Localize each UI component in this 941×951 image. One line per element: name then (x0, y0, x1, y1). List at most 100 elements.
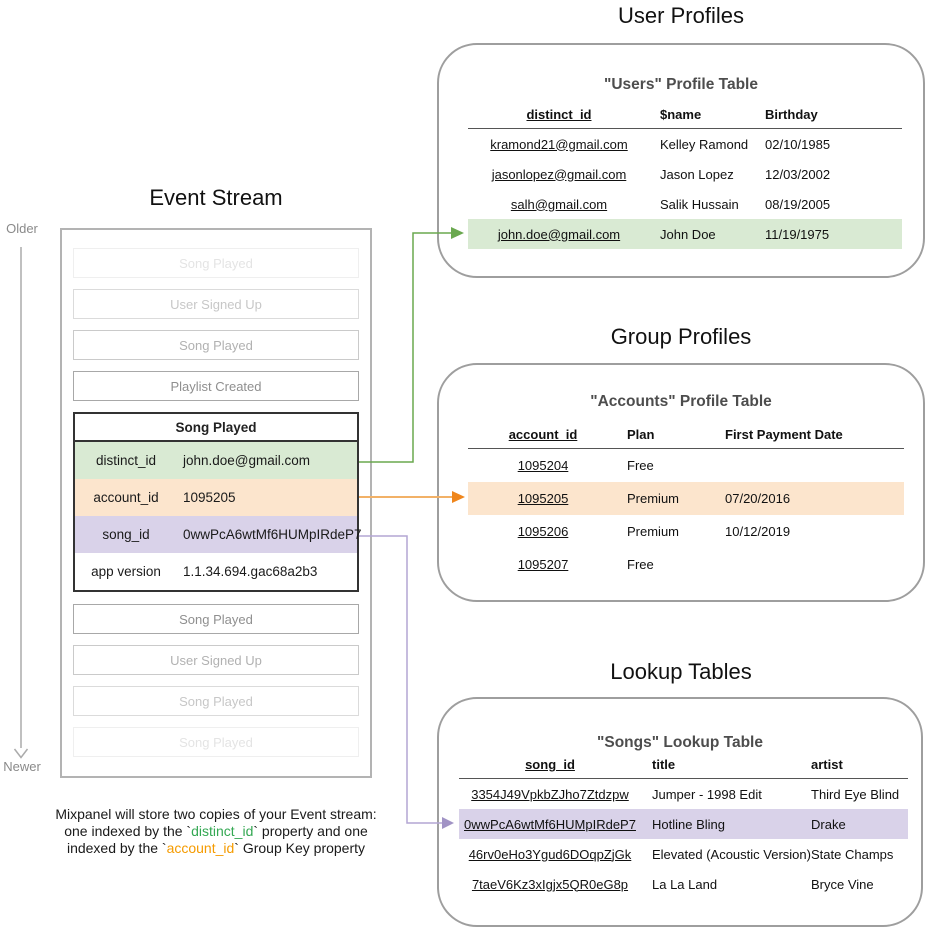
cell-first-payment: 07/20/2016 (725, 491, 791, 506)
column-header: distinct_id (526, 107, 592, 122)
distinct-id-token: distinct_id (191, 823, 254, 839)
cell-artist: Third Eye Blind (811, 786, 900, 802)
timeline-arrow (13, 247, 29, 759)
property-key: song_id (102, 527, 150, 542)
property-row-song-id: song_id 0wwPcA6wtMf6HUMpIRdeP7 (75, 516, 362, 553)
event-box-faded: Song Played (73, 330, 359, 360)
cell-name: Kelley Ramond (660, 136, 749, 152)
mixpanel-caption: Mixpanel will store two copies of your E… (26, 806, 406, 857)
accounts-table-heading: "Accounts" Profile Table (590, 393, 772, 410)
table-row-highlighted: 0wwPcA6wtMf6HUMpIRdeP7 Hotline Bling Dra… (459, 809, 908, 839)
cell-plan: Premium (627, 524, 680, 539)
account-id-token: account_id (166, 840, 235, 856)
column-header: $name (660, 107, 702, 122)
cell-artist: State Champs (811, 846, 894, 862)
accounts-profile-card: "Accounts" Profile Table account_id Plan… (437, 363, 940, 617)
cell-song-id: 46rv0eHo3Ygud6DOqpZjGk (468, 846, 632, 862)
property-value: 1.1.34.694.gac68a2b3 (183, 564, 318, 579)
caption-line3-post: ` Group Key property (234, 840, 366, 856)
cell-song-id: 3354J49VpkbZJho7Ztdzpw (471, 786, 629, 802)
column-header: Plan (627, 427, 655, 442)
group-profiles-title: Group Profiles (610, 324, 752, 349)
table-row: 1095206 Premium 10/12/2019 (468, 515, 904, 548)
table-row-highlighted: 1095205 Premium 07/20/2016 (468, 482, 904, 515)
event-box-faded: Song Played (73, 686, 359, 716)
focus-event-header: Song Played (73, 412, 359, 442)
column-header: title (652, 757, 676, 772)
table-row: 3354J49VpkbZJho7Ztdzpw Jumper - 1998 Edi… (459, 779, 908, 809)
older-label: Older (6, 221, 38, 236)
table-row: 1095204 Free (468, 449, 904, 482)
property-key: distinct_id (95, 453, 157, 468)
property-value: 1095205 (183, 490, 236, 505)
songs-lookup-card: "Songs" Lookup Table song_id title artis… (437, 697, 938, 942)
cell-distinct-id: jasonlopez@gmail.com (491, 166, 627, 182)
cell-artist: Drake (811, 816, 846, 832)
event-stream-panel: Song Played User Signed Up Song Played P… (60, 228, 382, 788)
cell-birthday: 08/19/2005 (765, 196, 831, 212)
cell-artist: Bryce Vine (811, 876, 874, 892)
event-box-faded: Song Played (73, 604, 359, 634)
cell-name: Jason Lopez (660, 166, 734, 182)
songs-table: song_id title artist 3354J49VpkbZJho7Ztd… (459, 751, 908, 899)
users-profile-card: "Users" Profile Table distinct_id $name … (437, 43, 925, 278)
cell-plan: Free (627, 557, 654, 572)
cell-birthday: 11/19/1975 (765, 226, 830, 242)
cell-name: Salik Hussain (660, 196, 739, 212)
property-key: account_id (93, 490, 159, 505)
property-row-account-id: account_id 1095205 (75, 479, 357, 516)
users-table: distinct_id $name Birthday kramond21@gma… (468, 101, 902, 249)
column-header: Birthday (765, 107, 818, 122)
caption-line2-post: ` property and one (253, 823, 368, 839)
cell-song-id: 0wwPcA6wtMf6HUMpIRdeP7 (464, 816, 636, 832)
users-table-header-row: distinct_id $name Birthday (468, 101, 902, 129)
cell-birthday: 12/03/2002 (765, 166, 831, 182)
accounts-table: account_id Plan First Payment Date 10952… (468, 421, 904, 581)
cell-account-id: 1095206 (517, 524, 569, 539)
cell-first-payment: 10/12/2019 (725, 524, 791, 539)
property-key: app version (91, 564, 161, 579)
property-row-distinct-id: distinct_id john.doe@gmail.com (75, 442, 357, 479)
users-table-heading: "Users" Profile Table (604, 76, 758, 93)
event-box-faded: Song Played (73, 727, 359, 757)
column-header: account_id (508, 427, 578, 442)
newer-label: Newer (3, 759, 41, 774)
table-row: 46rv0eHo3Ygud6DOqpZjGk Elevated (Acousti… (459, 839, 908, 869)
cell-title: Jumper - 1998 Edit (652, 786, 762, 802)
cell-distinct-id: john.doe@gmail.com (497, 226, 621, 242)
songs-table-header-row: song_id title artist (459, 751, 908, 779)
cell-distinct-id: kramond21@gmail.com (490, 136, 628, 152)
table-row: salh@gmail.com Salik Hussain 08/19/2005 (468, 189, 902, 219)
property-row-app-version: app version 1.1.34.694.gac68a2b3 (75, 553, 357, 590)
property-value: john.doe@gmail.com (183, 453, 311, 468)
table-row-highlighted: john.doe@gmail.com John Doe 11/19/1975 (468, 219, 902, 249)
cell-birthday: 02/10/1985 (765, 136, 831, 152)
cell-account-id: 1095205 (517, 491, 569, 506)
cell-account-id: 1095207 (517, 557, 569, 572)
cell-name: John Doe (660, 226, 716, 242)
table-row: 1095207 Free (468, 548, 904, 581)
cell-plan: Premium (627, 491, 680, 506)
event-box-faded: Playlist Created (73, 371, 359, 401)
caption-line2-pre: one indexed by the ` (64, 823, 192, 839)
songs-table-heading: "Songs" Lookup Table (597, 734, 763, 751)
cell-distinct-id: salh@gmail.com (510, 196, 608, 212)
column-header: song_id (525, 757, 575, 772)
column-header: artist (811, 757, 843, 772)
event-stream-title: Event Stream (149, 185, 283, 210)
cell-title: La La Land (652, 876, 718, 892)
user-profiles-title: User Profiles (618, 3, 744, 28)
column-header: First Payment Date (725, 427, 843, 442)
lookup-tables-title: Lookup Tables (610, 659, 752, 684)
focus-event-properties-table: distinct_id john.doe@gmail.com account_i… (73, 440, 362, 592)
table-row: kramond21@gmail.com Kelley Ramond 02/10/… (468, 129, 902, 159)
cell-plan: Free (627, 458, 654, 473)
event-box-faded: User Signed Up (73, 645, 359, 675)
caption-line1: Mixpanel will store two copies of your E… (55, 806, 377, 822)
property-value: 0wwPcA6wtMf6HUMpIRdeP7 (183, 527, 362, 542)
accounts-table-header-row: account_id Plan First Payment Date (468, 421, 904, 449)
table-row: 7taeV6Kz3xIgjx5QR0eG8p La La Land Bryce … (459, 869, 908, 899)
event-box-faded: User Signed Up (73, 289, 359, 319)
cell-account-id: 1095204 (517, 458, 569, 473)
